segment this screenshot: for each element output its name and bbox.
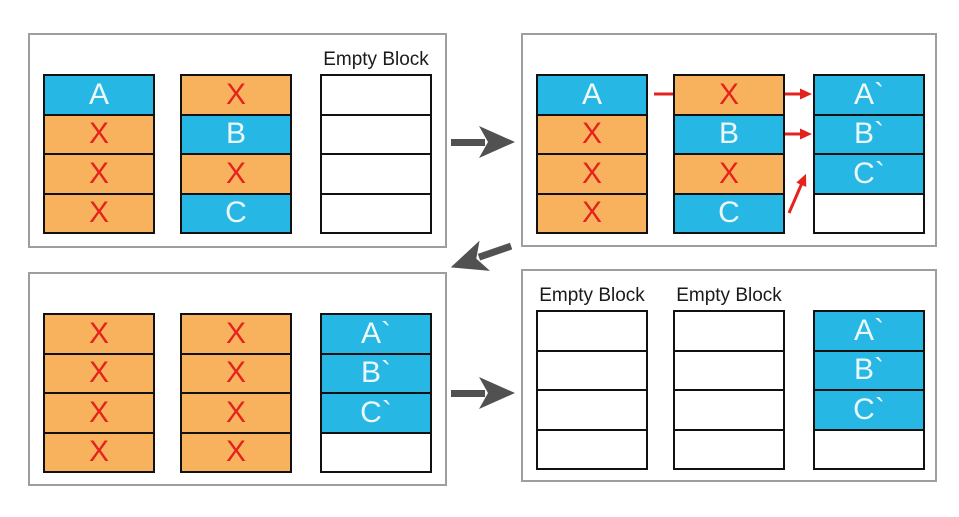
block-cell-invalid: X — [675, 153, 783, 193]
block-cell-empty — [815, 428, 923, 468]
step-arrow-right-icon — [451, 377, 515, 409]
column-label-spacer — [320, 287, 432, 313]
column-label-spacer — [813, 48, 925, 74]
block-cell-invalid: X — [45, 192, 153, 232]
empty-block-label: Empty Block — [539, 285, 645, 306]
block-cell-empty — [675, 428, 783, 468]
block-cell-valid: A — [45, 76, 153, 114]
block-cell-valid: C` — [322, 392, 430, 432]
step-arrow-down-left-icon — [450, 240, 513, 271]
block-column: A`B`C` — [813, 48, 925, 234]
block-cell-invalid: X — [45, 153, 153, 193]
empty-block-label: Empty Block — [323, 49, 429, 70]
block-cell-invalid: X — [538, 153, 646, 193]
block-cell-empty — [675, 349, 783, 389]
block-cell-empty — [322, 113, 430, 153]
block: A`B`C` — [813, 74, 925, 234]
block-cell-empty — [538, 389, 646, 429]
block-cell-invalid: X — [538, 113, 646, 153]
block-cell-valid: B` — [815, 113, 923, 153]
block-cell-valid: B — [675, 113, 783, 153]
block-cell-valid: A — [538, 76, 646, 114]
block-cell-empty — [675, 389, 783, 429]
block-cell-valid: C` — [815, 153, 923, 193]
column-label-spacer — [813, 284, 925, 310]
block: A`B`C` — [813, 310, 925, 470]
block-cell-valid: A` — [322, 315, 430, 353]
block-cell-valid: C` — [815, 389, 923, 429]
block-cell-valid: A` — [815, 312, 923, 350]
column-label-spacer — [673, 48, 785, 74]
column-label-spacer — [180, 48, 292, 74]
block-cell-valid: C — [182, 192, 290, 232]
block-cell-invalid: X — [675, 76, 783, 114]
column-label-spacer — [536, 48, 648, 74]
block-column: Empty Block — [536, 284, 648, 470]
block-cell-valid: B` — [322, 352, 430, 392]
block-cell-empty — [322, 153, 430, 193]
block-cell-invalid: X — [538, 192, 646, 232]
block-cell-invalid: X — [45, 315, 153, 353]
block-cell-empty — [815, 192, 923, 232]
block-cell-invalid: X — [182, 431, 290, 471]
block-cell-valid: A` — [815, 76, 923, 114]
block-cell-invalid: X — [45, 113, 153, 153]
block-column: Empty Block — [673, 284, 785, 470]
column-label-spacer — [43, 287, 155, 313]
block-cell-valid: B` — [815, 349, 923, 389]
block-cell-invalid: X — [45, 392, 153, 432]
block-cell-invalid: X — [45, 431, 153, 471]
block-column: Empty Block — [320, 48, 432, 234]
column-label-spacer — [180, 287, 292, 313]
block-cell-valid: C — [675, 192, 783, 232]
block — [320, 74, 432, 234]
block-cell-empty — [322, 76, 430, 114]
block-cell-valid: B — [182, 113, 290, 153]
block-cell-empty — [538, 428, 646, 468]
step-arrow-right-icon — [451, 126, 515, 158]
block-cell-invalid: X — [182, 153, 290, 193]
block-cell-empty — [322, 192, 430, 232]
empty-block-label: Empty Block — [676, 285, 782, 306]
block-column: A`B`C` — [813, 284, 925, 470]
copy-arrow-c-prime — [787, 173, 807, 214]
block-cell-invalid: X — [182, 315, 290, 353]
block-column: A`B`C` — [320, 287, 432, 473]
block-cell-empty — [675, 312, 783, 350]
column-label-spacer — [43, 48, 155, 74]
block-cell-invalid: X — [182, 392, 290, 432]
block — [536, 310, 648, 470]
block — [673, 310, 785, 470]
block-cell-invalid: X — [45, 352, 153, 392]
block-cell-invalid: X — [182, 76, 290, 114]
block-cell-empty — [538, 312, 646, 350]
block-cell-empty — [322, 431, 430, 471]
block: A`B`C` — [320, 313, 432, 473]
block-cell-invalid: X — [182, 352, 290, 392]
block-cell-empty — [538, 349, 646, 389]
